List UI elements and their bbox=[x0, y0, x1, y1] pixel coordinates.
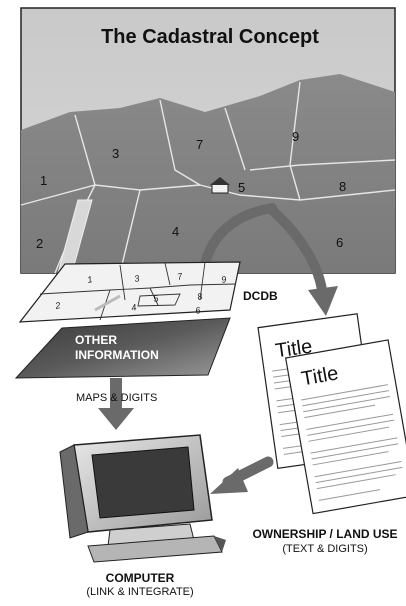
other-info-label-line1: OTHER bbox=[75, 333, 117, 347]
arrow-to-title bbox=[267, 205, 327, 295]
other-info-label-line2: INFORMATION bbox=[75, 348, 159, 362]
dcdb-label: DCDB bbox=[243, 289, 278, 303]
ownership-caption-line2: (TEXT & DIGITS) bbox=[282, 543, 367, 555]
parcel-label-2: 2 bbox=[36, 236, 43, 251]
house-icon bbox=[210, 177, 230, 194]
dcdb-label-9: 9 bbox=[220, 274, 227, 285]
title-document-front: Title bbox=[284, 339, 406, 515]
dcdb-label-8: 8 bbox=[196, 291, 203, 302]
maps-digits-arrow-head bbox=[98, 408, 134, 430]
title-front-lines bbox=[301, 384, 403, 501]
dcdb-road bbox=[94, 294, 121, 312]
parcel-label-4: 4 bbox=[172, 224, 179, 239]
computer-caption-line2: (LINK & INTEGRATE) bbox=[86, 586, 193, 598]
dcdb-label-4: 4 bbox=[130, 302, 137, 313]
diagram-title: The Cadastral Concept bbox=[101, 26, 319, 48]
other-information-layer: OTHER INFORMATION bbox=[14, 317, 231, 379]
dcdb-label-1: 1 bbox=[86, 274, 93, 285]
computer-icon bbox=[59, 434, 226, 563]
ownership-caption-line1: OWNERSHIP / LAND USE bbox=[252, 527, 397, 541]
maps-digits-arrow-shaft bbox=[110, 378, 122, 410]
monitor-side bbox=[59, 444, 89, 539]
parcel-label-6: 6 bbox=[336, 235, 343, 250]
parcel-boundaries bbox=[20, 81, 396, 274]
dcdb-label-3: 3 bbox=[133, 273, 140, 284]
computer-base-side bbox=[214, 536, 226, 552]
dcdb-label-6: 6 bbox=[194, 305, 201, 316]
title-documents: Title Title bbox=[257, 313, 406, 515]
dcdb-label-2: 2 bbox=[53, 300, 61, 311]
parcel-label-9: 9 bbox=[292, 129, 299, 144]
parcel-label-8: 8 bbox=[339, 179, 346, 194]
doc-arrow-head bbox=[210, 468, 248, 494]
monitor-screen bbox=[91, 446, 195, 519]
other-info-sheet bbox=[14, 317, 231, 379]
dcdb-label-5: 5 bbox=[152, 293, 160, 304]
parcel-label-5: 5 bbox=[238, 180, 245, 195]
documents-to-computer-flow bbox=[210, 456, 274, 494]
parcel-label-7: 7 bbox=[196, 137, 203, 152]
arrow-to-dcdb bbox=[200, 203, 277, 270]
dcdb-layer: 1 2 3 4 5 6 7 8 9 DCDB bbox=[18, 261, 278, 323]
computer-caption-line1: COMPUTER bbox=[106, 571, 175, 585]
dcdb-parcel-numbers: 1 2 3 4 5 6 7 8 9 bbox=[53, 271, 227, 316]
landscape-panel: The Cadastral Concept 1 2 3 4 5 6 7 8 9 bbox=[20, 7, 396, 274]
parcel-label-3: 3 bbox=[112, 146, 119, 161]
arrow-to-title-head bbox=[308, 286, 338, 316]
maps-digits-label: MAPS & DIGITS bbox=[76, 392, 157, 404]
dcdb-label-7: 7 bbox=[176, 271, 184, 282]
maps-digits-flow: MAPS & DIGITS bbox=[76, 378, 157, 430]
terrain bbox=[21, 74, 395, 273]
parcel-label-1: 1 bbox=[40, 173, 47, 188]
dcdb-sheet bbox=[18, 261, 241, 323]
